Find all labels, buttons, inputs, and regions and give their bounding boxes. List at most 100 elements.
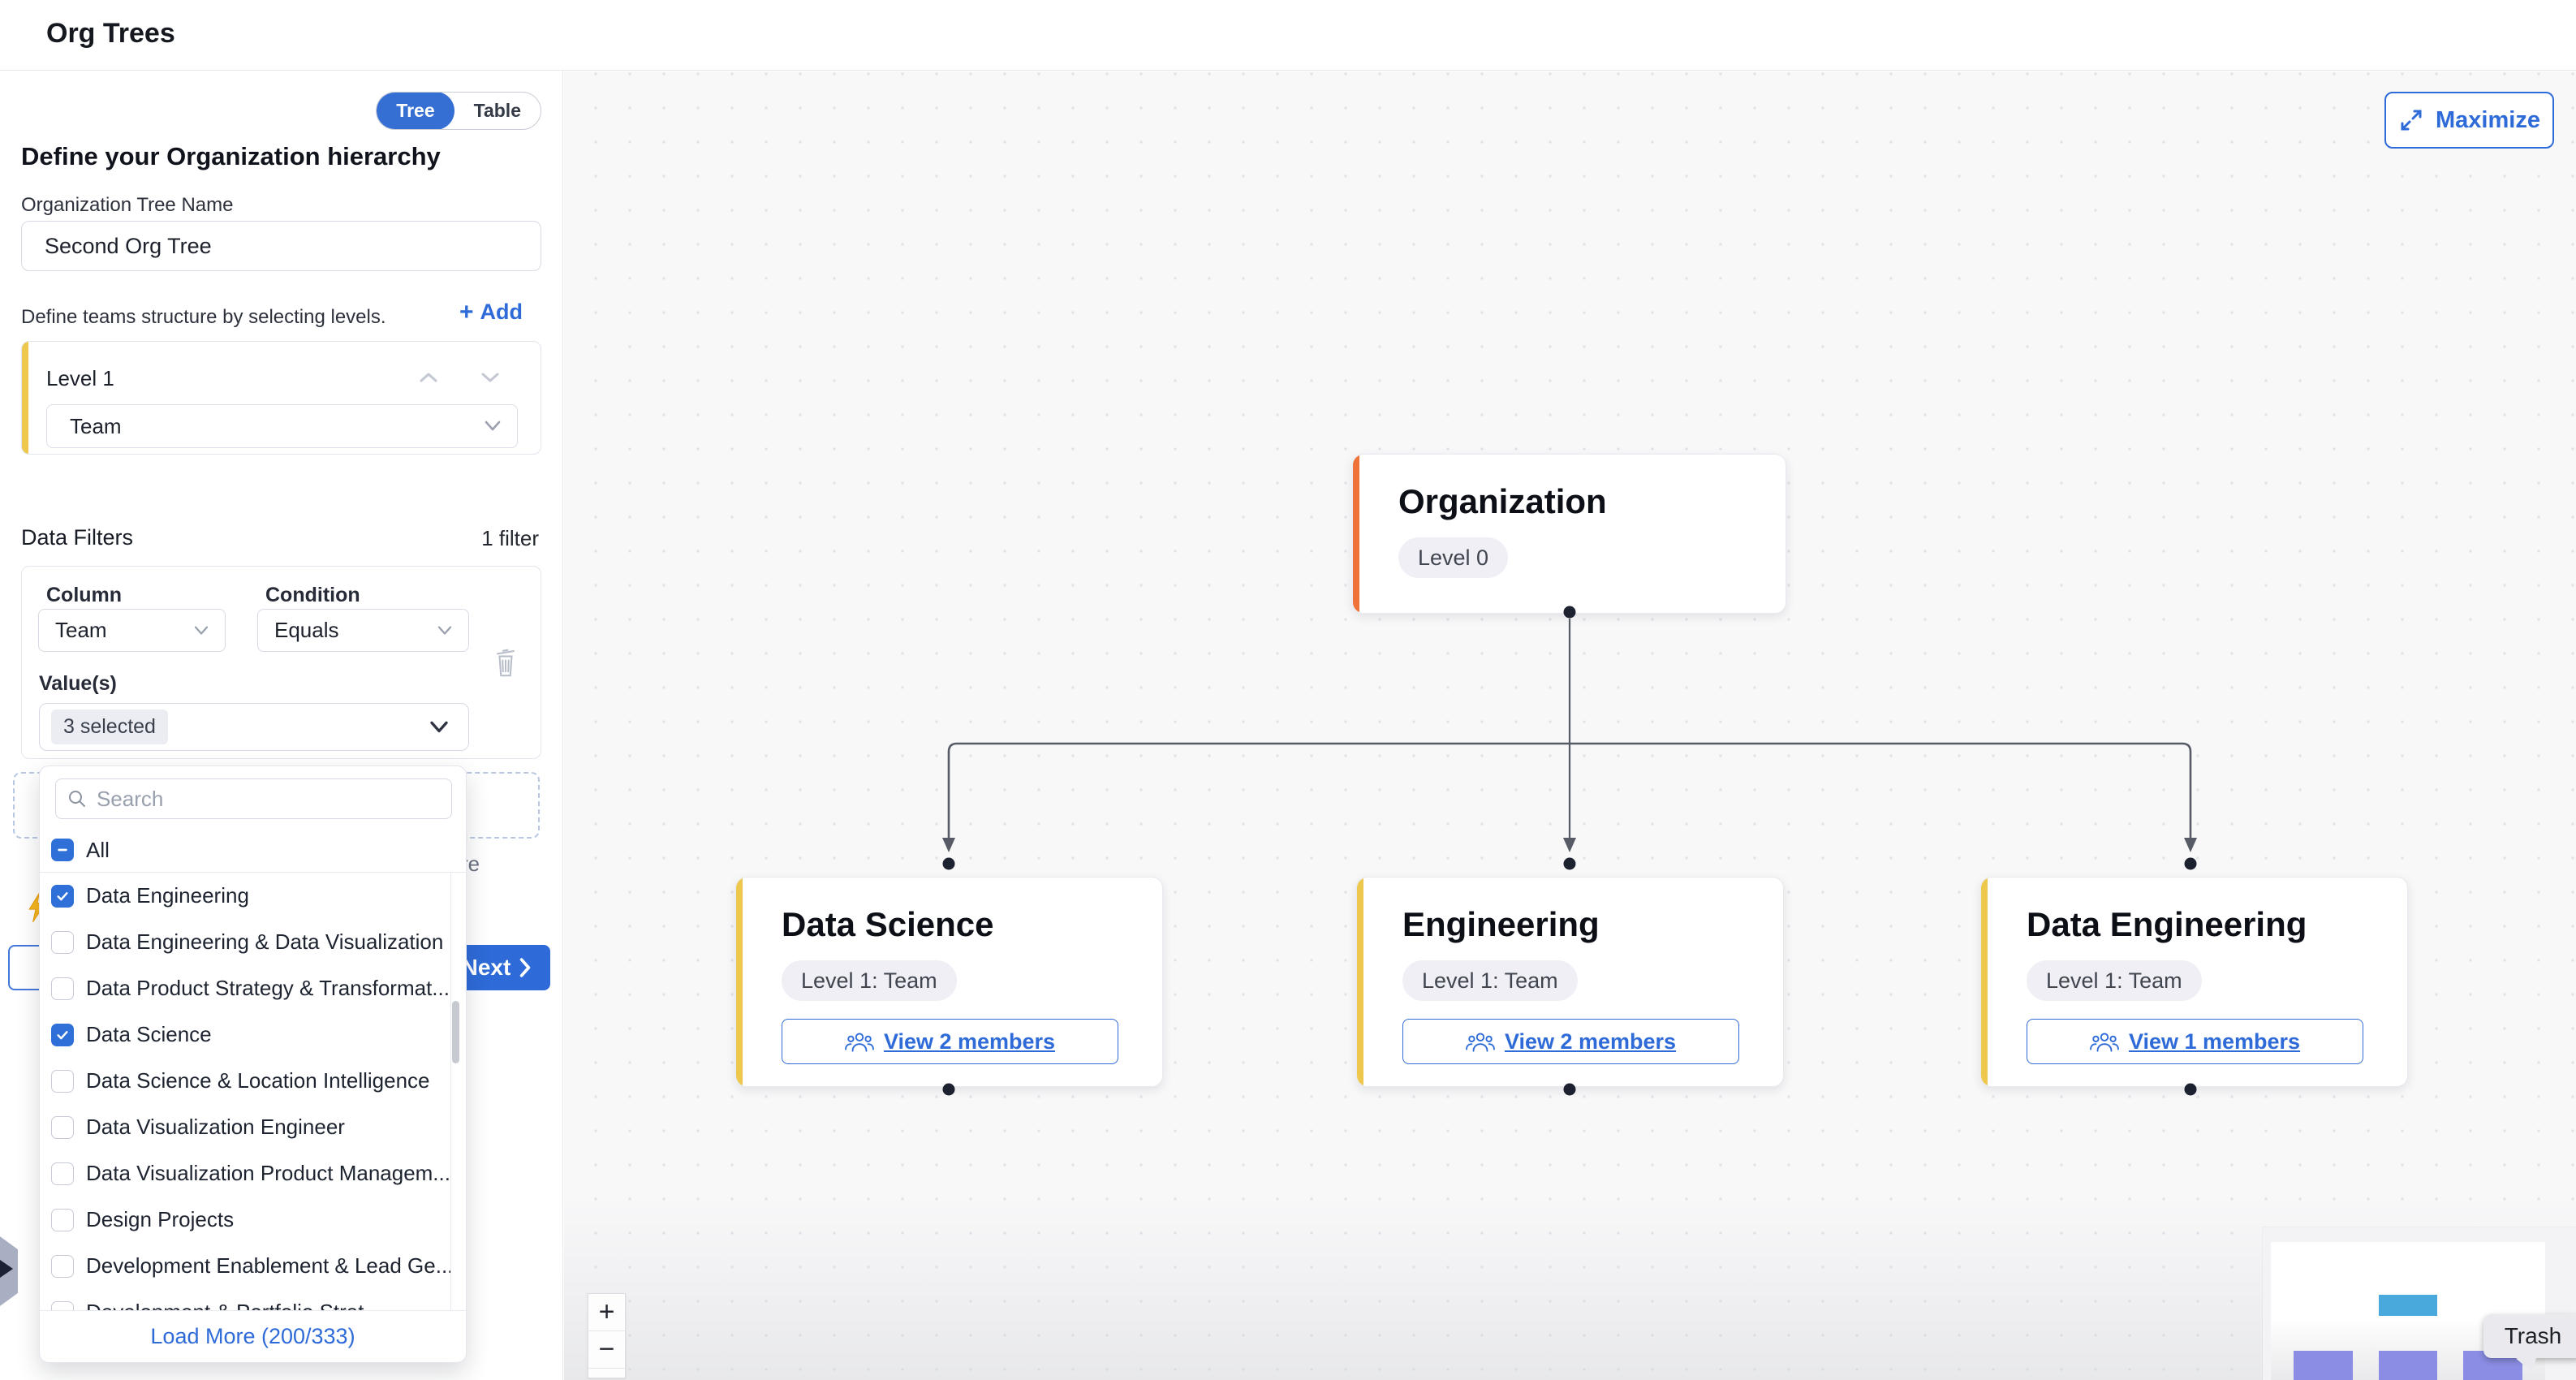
members-icon: [2090, 1030, 2119, 1053]
divider: [450, 873, 451, 1312]
checkbox-unchecked[interactable]: [51, 1070, 74, 1093]
chevron-down-icon: [428, 720, 450, 735]
node-level-badge: Level 0: [1398, 537, 1508, 578]
node-title: Data Engineering: [2027, 905, 2307, 944]
fit-view-button[interactable]: [588, 1369, 625, 1378]
org-node-root[interactable]: Organization Level 0: [1352, 454, 1786, 614]
arrowhead-icon: [942, 838, 955, 852]
connection-dot: [1564, 858, 1576, 870]
node-level-badge: Level 1: Team: [1402, 960, 1578, 1001]
node-accent-bar: [736, 878, 743, 1086]
selected-count-chip: 3 selected: [51, 709, 168, 744]
add-level-button[interactable]: + Add: [459, 300, 523, 325]
zoom-controls: + −: [588, 1293, 626, 1378]
toggle-tree[interactable]: Tree: [377, 92, 454, 130]
checkbox-unchecked[interactable]: [51, 1162, 74, 1185]
column-select[interactable]: Team: [38, 609, 226, 652]
list-item[interactable]: Development Enablement & Lead Ge...: [40, 1243, 466, 1289]
condition-label: Condition: [265, 584, 360, 607]
tree-name-label: Organization Tree Name: [21, 194, 233, 217]
checkbox-checked[interactable]: [51, 1024, 74, 1046]
level-title: Level 1: [46, 366, 114, 391]
config-sidebar: Tree Table Define your Organization hier…: [0, 71, 563, 1380]
list-item[interactable]: Data Product Strategy & Transformat...: [40, 965, 466, 1011]
minimap-viewport: [2271, 1242, 2545, 1380]
checkbox-checked[interactable]: [51, 885, 74, 908]
select-all-checkbox[interactable]: [51, 839, 74, 861]
move-level-up-button[interactable]: [418, 369, 439, 386]
chevron-right-icon: [519, 958, 532, 977]
list-item[interactable]: Data Visualization Product Managem...: [40, 1150, 466, 1197]
check-icon: [55, 889, 70, 903]
list-item[interactable]: Data Engineering: [40, 873, 466, 919]
load-more-link[interactable]: Load More (200/333): [150, 1324, 355, 1349]
values-label: Value(s): [39, 672, 117, 696]
checkbox-unchecked[interactable]: [51, 1116, 74, 1139]
zoom-out-button[interactable]: −: [588, 1331, 625, 1369]
values-multiselect[interactable]: 3 selected: [39, 703, 469, 751]
trash-icon: [493, 646, 518, 679]
node-accent-bar: [1353, 455, 1359, 613]
minimap-root-node: [2379, 1295, 2437, 1316]
check-icon: [55, 1028, 70, 1042]
node-level-badge: Level 1: Team: [782, 960, 957, 1001]
level-type-select[interactable]: Team: [46, 404, 518, 448]
org-node-data-science[interactable]: Data Science Level 1: Team View 2 member…: [735, 877, 1163, 1087]
move-level-down-button[interactable]: [480, 369, 501, 386]
plus-icon: +: [459, 300, 474, 325]
indeterminate-icon: [55, 843, 70, 857]
list-item[interactable]: Data Science: [40, 1011, 466, 1058]
tree-name-input[interactable]: [21, 221, 541, 271]
view-members-button[interactable]: View 1 members: [2027, 1019, 2363, 1064]
minimap-child-node: [2294, 1351, 2353, 1380]
connection-dot: [943, 858, 955, 870]
org-node-engineering[interactable]: Engineering Level 1: Team View 2 members: [1356, 877, 1784, 1087]
page-title: Org Trees: [46, 18, 175, 50]
checkbox-unchecked[interactable]: [51, 931, 74, 954]
list-item[interactable]: Data Science & Location Intelligence: [40, 1058, 466, 1104]
chevron-up-icon: [418, 369, 439, 386]
hierarchy-heading: Define your Organization hierarchy: [21, 142, 441, 171]
filter-count-badge: 1 filter: [481, 526, 539, 551]
node-accent-bar: [1357, 878, 1363, 1086]
list-item[interactable]: Design Projects: [40, 1197, 466, 1243]
org-edges: [564, 71, 2576, 1380]
zoom-in-button[interactable]: +: [588, 1294, 625, 1331]
org-node-data-engineering[interactable]: Data Engineering Level 1: Team View 1 me…: [1980, 877, 2408, 1087]
minimap-child-node: [2379, 1351, 2437, 1380]
search-input[interactable]: [97, 787, 440, 812]
node-accent-bar: [1981, 878, 1988, 1086]
list-item[interactable]: Data Visualization Engineer: [40, 1104, 466, 1150]
list-item[interactable]: Development & Portfolio Strat...: [40, 1289, 466, 1312]
node-title: Engineering: [1402, 905, 1600, 944]
members-icon: [845, 1030, 874, 1053]
maximize-button[interactable]: Maximize: [2384, 92, 2554, 149]
node-title: Data Science: [782, 905, 993, 944]
view-members-button[interactable]: View 2 members: [782, 1019, 1118, 1064]
app-header: Org Trees: [0, 0, 2576, 71]
toggle-table[interactable]: Table: [454, 92, 541, 130]
remove-filter-button[interactable]: [493, 646, 518, 683]
connection-dot: [2185, 858, 2197, 870]
load-more-bar: Load More (200/333): [40, 1310, 466, 1362]
tree-table-toggle: Tree Table: [376, 92, 541, 130]
chevron-down-icon: [192, 625, 210, 636]
select-all-row[interactable]: All: [40, 828, 466, 872]
checkbox-unchecked[interactable]: [51, 1209, 74, 1231]
scrollbar-thumb[interactable]: [452, 1001, 459, 1063]
option-list: Data Engineering Data Engineering & Data…: [40, 873, 466, 1312]
org-tree-canvas[interactable]: Organization Level 0 Data Science Level …: [564, 71, 2576, 1380]
condition-select[interactable]: Equals: [257, 609, 469, 652]
view-members-button[interactable]: View 2 members: [1402, 1019, 1739, 1064]
list-item[interactable]: Data Engineering & Data Visualization: [40, 919, 466, 965]
level-accent-bar: [22, 342, 28, 454]
arrowhead-icon: [1563, 838, 1576, 852]
checkbox-unchecked[interactable]: [51, 1255, 74, 1278]
level-card: Level 1 Team: [21, 341, 541, 455]
checkbox-unchecked[interactable]: [51, 977, 74, 1000]
chevron-down-icon: [480, 369, 501, 386]
filter-card: Column Condition Team Equals Value(s) 3 …: [21, 566, 541, 759]
trash-tooltip: Trash: [2483, 1314, 2576, 1358]
members-icon: [1466, 1030, 1495, 1053]
node-level-badge: Level 1: Team: [2027, 960, 2202, 1001]
